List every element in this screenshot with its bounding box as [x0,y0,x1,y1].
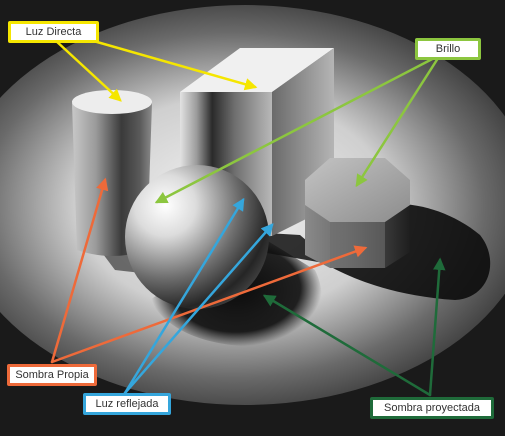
label-sombra-proyectada: Sombra proyectada [370,397,494,419]
arrow-luz-directa-cube [88,38,258,91]
arrow-luz-directa-cylinder [53,38,122,102]
label-luz-directa: Luz Directa [8,21,99,43]
label-sombra-propia: Sombra Propia [7,364,97,386]
sphere [125,165,269,309]
arrow-sombra-propia-cylinder [50,177,109,364]
arrows [50,38,446,397]
arrow-sombra-proyectada-2 [262,294,432,397]
arrow-brillo-sphere [154,53,442,204]
arrow-sombra-proyectada-1 [428,257,446,397]
arrow-brillo-hex [355,53,442,188]
label-luz-reflejada: Luz reflejada [83,393,171,415]
hexagonal-prism [305,158,410,268]
label-brillo: Brillo [415,38,481,60]
arrow-luz-reflejada-1 [123,197,245,395]
arrow-sombra-propia-hex [50,245,368,364]
arrow-luz-reflejada-2 [123,223,274,395]
